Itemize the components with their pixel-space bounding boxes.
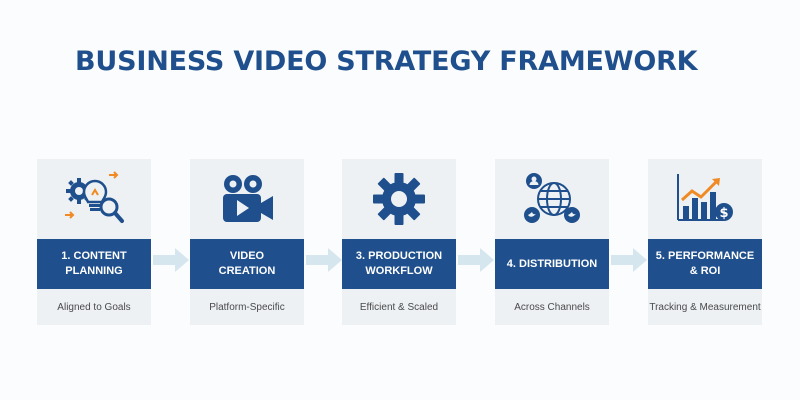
step-caption: Aligned to Goals xyxy=(57,301,131,313)
step-production-workflow: 3. PRODUCTION WORKFLOW Efficient & Scale… xyxy=(342,159,456,325)
step-label: 4. DISTRIBUTION xyxy=(495,239,609,289)
step-label: VIDEO CREATION xyxy=(190,239,304,289)
video-camera-icon xyxy=(190,159,304,239)
page-title: BUSINESS VIDEO STRATEGY FRAMEWORK xyxy=(75,46,698,77)
arrow-right-icon xyxy=(306,248,342,272)
gear-icon xyxy=(342,159,456,239)
arrow-right-icon xyxy=(153,248,189,272)
step-content-planning: 1. CONTENT PLANNING Aligned to Goals xyxy=(37,159,151,325)
step-caption: Tracking & Measurement xyxy=(649,301,761,313)
step-performance-roi: $ 5. PERFORMANCE & ROI Tracking & Measur… xyxy=(648,159,762,325)
social-globe-icon xyxy=(495,159,609,239)
arrow-right-icon xyxy=(611,248,647,272)
arrow-right-icon xyxy=(458,248,494,272)
step-caption: Across Channels xyxy=(514,301,590,313)
content-planning-icon xyxy=(37,159,151,239)
step-label: 5. PERFORMANCE & ROI xyxy=(648,239,762,289)
step-video-creation: VIDEO CREATION Platform-Specific xyxy=(190,159,304,325)
growth-chart-icon: $ xyxy=(648,159,762,239)
svg-text:$: $ xyxy=(719,206,728,221)
step-caption: Efficient & Scaled xyxy=(359,301,439,313)
step-label: 3. PRODUCTION WORKFLOW xyxy=(342,239,456,289)
step-label: 1. CONTENT PLANNING xyxy=(37,239,151,289)
step-distribution: 4. DISTRIBUTION Across Channels xyxy=(495,159,609,325)
step-caption: Platform-Specific xyxy=(209,301,285,313)
